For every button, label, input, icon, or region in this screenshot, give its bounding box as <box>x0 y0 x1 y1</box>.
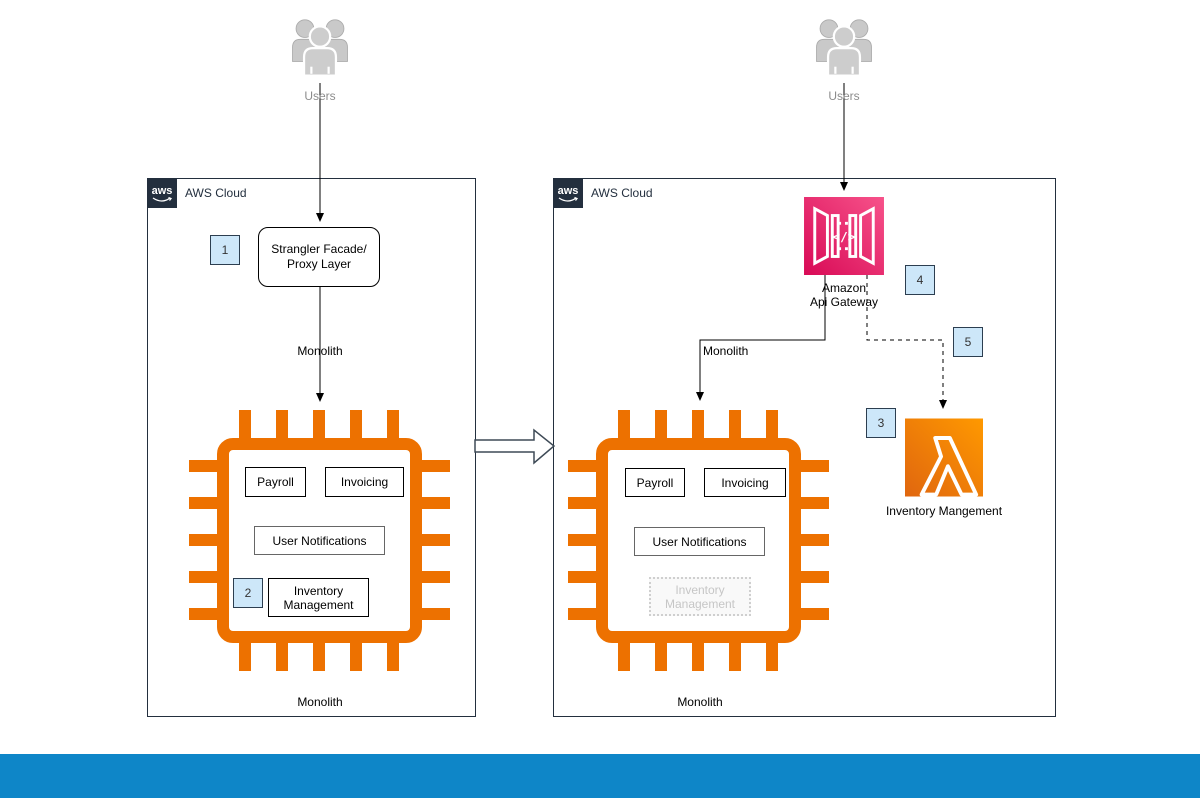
module-inventory-ghost: Inventory Management <box>649 577 751 616</box>
step-badge-2: 2 <box>233 578 263 608</box>
module-user-notifications-right: User Notifications <box>634 527 765 556</box>
users-detail <box>327 66 330 74</box>
chip-pins-right <box>800 460 829 621</box>
monolith-link-label-left: Monolith <box>297 344 343 358</box>
users-detail <box>851 66 854 74</box>
module-payroll-left: Payroll <box>245 467 306 497</box>
api-gateway-caption-line2: Api Gateway <box>809 295 879 309</box>
monolith-chip-right: Payroll Invoicing User Notifications Inv… <box>568 410 829 671</box>
monolith-caption-right: Monolith <box>677 695 723 709</box>
aws-logo-icon: aws <box>558 185 579 202</box>
inventory-line1: Inventory <box>293 583 344 598</box>
facade-label-line2: Proxy Layer <box>286 257 352 271</box>
users-label-right: Users <box>828 89 860 103</box>
chip-pins-right <box>421 460 450 621</box>
inventory-ghost-label: Inventory Management <box>665 583 735 611</box>
users-detail <box>834 66 837 74</box>
monolith-caption-left: Monolith <box>297 695 343 709</box>
monolith-chip-left: Payroll Invoicing User Notifications 2 I… <box>189 410 450 671</box>
footer-accent-bar <box>0 754 1200 798</box>
edge-api-gateway-to-monolith <box>696 275 826 401</box>
module-invoicing-left: Invoicing <box>325 467 404 497</box>
users-label-left: Users <box>304 89 336 103</box>
users-detail <box>310 66 313 74</box>
cloud-label-right: AWS Cloud <box>591 186 653 200</box>
monolith-link-label-right: Monolith <box>703 344 749 358</box>
inventory-line2: Management <box>664 596 736 611</box>
inventory-line2: Management <box>283 597 354 612</box>
module-invoicing-right: Invoicing <box>704 468 786 497</box>
chip-pins-bottom <box>239 642 400 671</box>
aws-smile-icon <box>152 196 173 202</box>
lambda-caption: Inventory Mangement <box>885 504 1003 518</box>
inventory-label: Inventory Management <box>283 584 353 612</box>
users-icon-right <box>816 19 872 77</box>
chip-pins-top <box>618 410 779 439</box>
chip-pins-left <box>189 460 218 621</box>
step-badge-4: 4 <box>905 265 935 295</box>
inventory-line1: Inventory <box>675 582 725 597</box>
step-badge-3: 3 <box>866 408 896 438</box>
aws-logo-text: aws <box>558 185 579 197</box>
aws-logo-left: aws <box>147 178 177 208</box>
facade-label-line1: Strangler Facade/ <box>271 242 367 256</box>
code-glyph: </> <box>833 229 856 244</box>
api-gateway-icon: </> <box>804 197 884 275</box>
api-gateway-caption-line1: Amazon <box>821 281 867 295</box>
chip-pins-bottom <box>618 642 779 671</box>
lambda-glyph <box>919 436 979 497</box>
aws-logo-text: aws <box>152 185 173 197</box>
users-icon-left <box>292 19 348 77</box>
aws-logo-right: aws <box>553 178 583 208</box>
edge-api-gateway-to-lambda-dashed <box>866 275 947 409</box>
chip-pins-top <box>239 410 400 439</box>
step-badge-1: 1 <box>210 235 240 265</box>
aws-logo-icon: aws <box>152 185 173 202</box>
strangler-facade-node: Strangler Facade/ Proxy Layer <box>258 227 380 287</box>
module-payroll-right: Payroll <box>625 468 685 497</box>
module-user-notifications-left: User Notifications <box>254 526 385 555</box>
api-gateway-caption: Amazon Api Gateway <box>794 281 894 309</box>
chip-pins-left <box>568 460 597 621</box>
cloud-label-left: AWS Cloud <box>185 186 247 200</box>
aws-smile-icon <box>558 196 579 202</box>
transition-arrow <box>474 428 556 465</box>
step-badge-5: 5 <box>953 327 983 357</box>
lambda-icon <box>905 418 983 497</box>
module-inventory-left: Inventory Management <box>268 578 369 617</box>
